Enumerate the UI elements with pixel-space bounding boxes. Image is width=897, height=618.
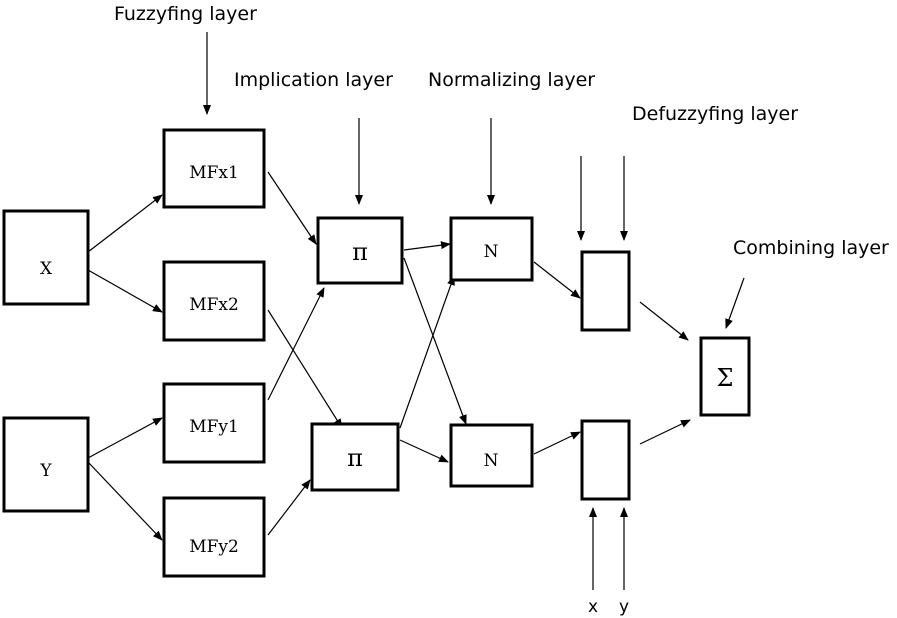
label-implication-layer: Implication layer bbox=[234, 69, 393, 91]
edge-n2-d2 bbox=[533, 431, 581, 455]
node-d2 bbox=[580, 419, 631, 501]
node-mfx2: MFx2 bbox=[162, 260, 266, 342]
edges bbox=[87, 32, 745, 590]
node-pi1: π bbox=[316, 216, 404, 285]
node-mfy2: MFy2 bbox=[162, 496, 266, 578]
edge-x-mfx1 bbox=[87, 194, 163, 253]
edge-mfy1-pi1 bbox=[267, 287, 325, 401]
node-x: X bbox=[2, 209, 90, 306]
node-mfy1-label: MFy1 bbox=[189, 417, 239, 437]
node-mfx2-label: MFx2 bbox=[189, 295, 239, 315]
edge-pi1-n1 bbox=[403, 241, 451, 251]
node-d1 bbox=[580, 250, 631, 332]
edge-mfy2-pi2 bbox=[267, 479, 311, 536]
nodes: X Y MFx1 MFx2 MFy1 MFy2 π π bbox=[2, 128, 751, 578]
edge-pi2-n2 bbox=[399, 439, 449, 463]
node-sum-label: Σ bbox=[717, 364, 734, 392]
label-input-x: x bbox=[588, 597, 598, 617]
node-mfy1: MFy1 bbox=[162, 382, 266, 464]
edge-x-mfx2 bbox=[87, 269, 163, 313]
node-n1-label: N bbox=[484, 242, 499, 262]
edge-y-mfy1 bbox=[87, 417, 163, 459]
edge-d2-sum bbox=[639, 419, 691, 445]
node-y: Y bbox=[2, 416, 90, 513]
edge-mfx2-pi2 bbox=[267, 309, 343, 429]
label-combining-layer: Combining layer bbox=[733, 237, 889, 259]
node-n2: N bbox=[449, 423, 534, 488]
node-mfy2-label: MFy2 bbox=[189, 537, 239, 557]
label-fuzzyfing-layer: Fuzzyfing layer bbox=[114, 3, 257, 25]
node-mfx1: MFx1 bbox=[162, 128, 266, 209]
edge-mfx1-pi1 bbox=[267, 171, 317, 245]
layer-labels: Fuzzyfing layer Implication layer Normal… bbox=[114, 3, 889, 259]
node-x-label: X bbox=[40, 259, 53, 279]
node-sum: Σ bbox=[699, 336, 751, 417]
node-mfx1-label: MFx1 bbox=[189, 163, 239, 183]
node-pi2: π bbox=[310, 422, 400, 492]
node-n2-label: N bbox=[484, 451, 499, 471]
arrow-combining bbox=[725, 277, 745, 329]
edge-n1-d1 bbox=[533, 261, 581, 299]
edge-y-mfy2 bbox=[87, 461, 163, 541]
label-input-y: y bbox=[619, 597, 629, 617]
edge-d1-sum bbox=[639, 301, 689, 341]
edge-pi2-n1 bbox=[399, 275, 455, 429]
edge-pi1-n2 bbox=[403, 257, 467, 425]
node-n1: N bbox=[449, 216, 534, 282]
node-pi1-label: π bbox=[352, 238, 368, 266]
node-pi2-label: π bbox=[347, 444, 363, 472]
extra-input-labels: x y bbox=[588, 597, 629, 617]
label-normalizing-layer: Normalizing layer bbox=[428, 69, 595, 91]
node-y-label: Y bbox=[39, 461, 52, 481]
label-defuzzyfing-layer: Defuzzyfing layer bbox=[632, 103, 798, 125]
